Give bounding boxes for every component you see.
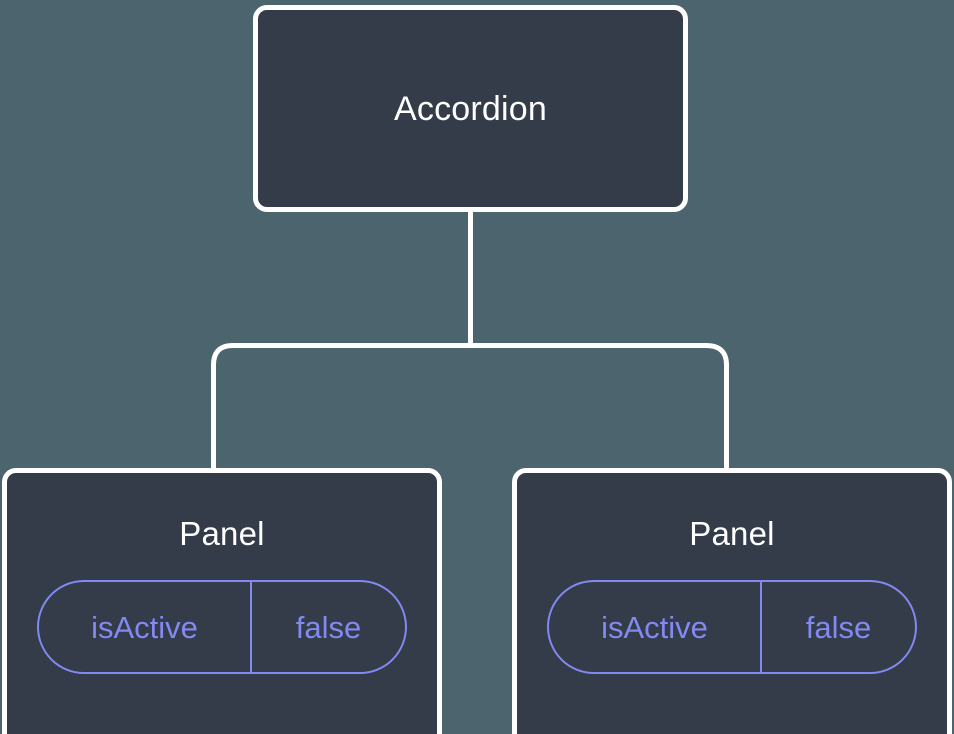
prop-key-panel-1: isActive [39,582,252,672]
node-title-panel-1: Panel [179,515,265,552]
node-title-panel-2: Panel [689,515,775,552]
prop-value-panel-2: false [805,609,872,645]
prop-pill-panel-1[interactable]: isActive false [37,580,407,674]
prop-value-panel-1: false [295,609,362,645]
node-title-accordion: Accordion [394,89,547,128]
tree-node-accordion[interactable]: Accordion [253,5,688,212]
connector-branch-bar [211,343,729,468]
prop-pill-panel-2[interactable]: isActive false [547,580,917,674]
tree-node-panel-1[interactable]: Panel isActive false [2,468,442,734]
tree-node-panel-2[interactable]: Panel isActive false [512,468,952,734]
prop-key-panel-2: isActive [549,582,762,672]
